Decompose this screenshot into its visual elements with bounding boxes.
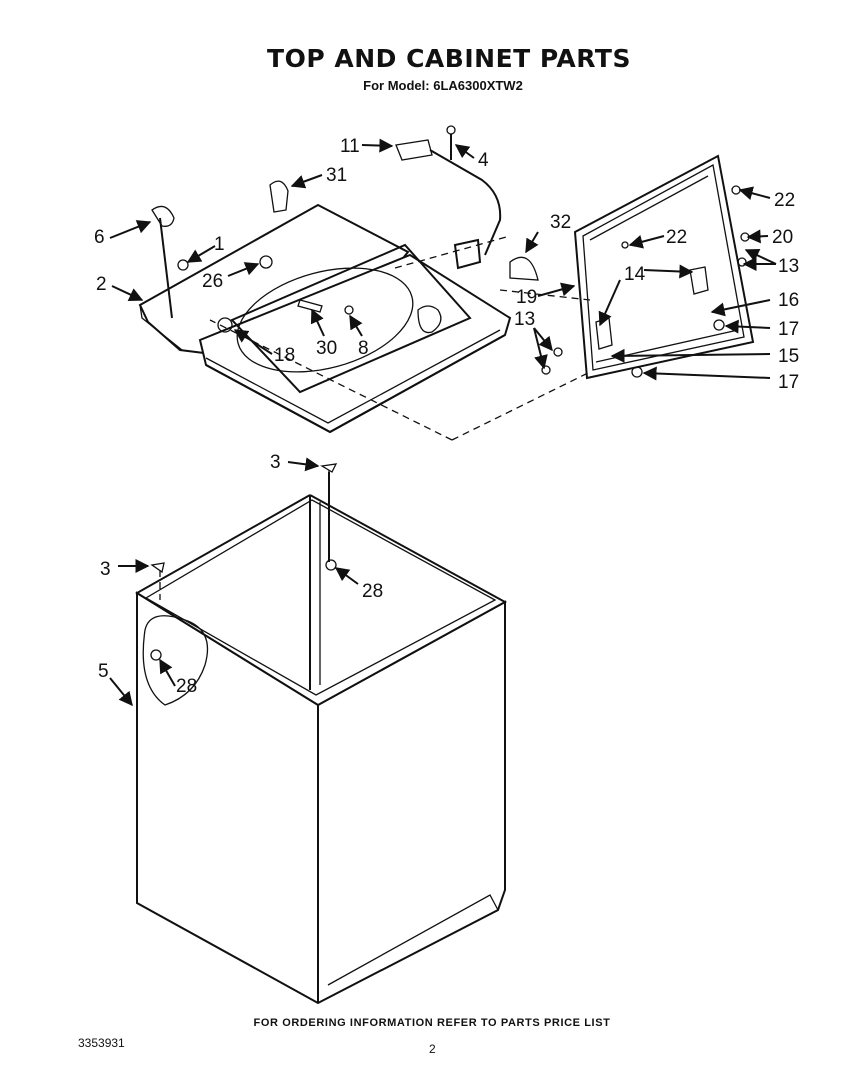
callout-17-lower: 17 [778,372,799,393]
callout-14: 14 [624,264,646,285]
callout-16: 16 [778,290,799,311]
callout-19: 19 [516,287,537,308]
callout-31: 31 [326,165,347,186]
callout-labels: 11 4 31 6 1 26 2 18 30 8 32 19 13 14 22 … [94,136,799,697]
callout-28-lower: 28 [176,676,197,697]
callout-8: 8 [358,338,369,359]
assembly-lines [159,235,591,600]
model-subtitle: For Model: 6LA6300XTW2 [363,78,523,93]
cabinet [135,494,508,1005]
ordering-note: FOR ORDERING INFORMATION REFER TO PARTS … [253,1017,611,1029]
callout-22-right: 22 [774,190,795,211]
lid-assembly [573,154,755,380]
document-number: 3353931 [78,1036,125,1050]
page-number: 2 [429,1042,436,1056]
callout-26: 26 [202,271,223,292]
page-title: TOP AND CABINET PARTS [267,44,631,73]
callout-11: 11 [340,136,360,157]
callout-5: 5 [98,661,109,682]
callout-28-upper: 28 [362,581,383,602]
callout-22-inner: 22 [666,227,687,248]
callout-30: 30 [316,338,337,359]
washer-top-assembly [138,203,512,434]
callout-32: 32 [550,212,571,233]
callout-3-lower: 3 [100,559,111,580]
callout-20: 20 [772,227,793,248]
callout-2: 2 [96,274,107,295]
callout-6: 6 [94,227,105,248]
callout-18: 18 [274,345,295,366]
leader-lines [109,138,777,707]
callout-4: 4 [478,150,489,171]
callout-17-upper: 17 [778,319,799,340]
callout-13-left: 13 [514,309,535,330]
callout-15: 15 [778,346,799,367]
callout-1: 1 [214,234,225,255]
callout-13-right: 13 [778,256,799,277]
callout-3-upper: 3 [270,452,281,473]
